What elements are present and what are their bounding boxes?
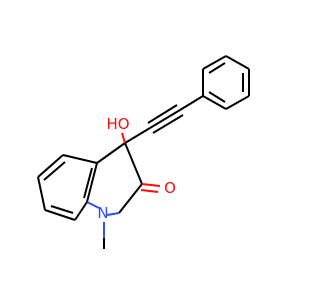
bond [96, 142, 126, 164]
phenyl-ring [202, 55, 250, 110]
bond [62, 154, 98, 164]
bond [124, 142, 143, 185]
triple-bond-side [147, 104, 178, 124]
bond [179, 95, 204, 111]
bond [37, 154, 64, 178]
bond [74, 201, 88, 221]
bond-inner [208, 62, 226, 74]
bond [225, 55, 250, 70]
bond [37, 176, 46, 211]
bond [118, 183, 143, 214]
bond-inner [83, 167, 93, 199]
bond [202, 55, 227, 70]
bond [140, 189, 159, 193]
bond [141, 183, 161, 187]
carbonyl-oxygen-label: O [164, 179, 176, 197]
bond [124, 127, 151, 144]
bond [121, 132, 126, 144]
bond [86, 162, 98, 203]
bond [225, 95, 250, 110]
bond-inner [43, 161, 66, 181]
bond-inner [50, 205, 74, 214]
alkyne-linker [124, 95, 204, 144]
atom-labels: HO O N [97, 115, 176, 222]
bond [86, 201, 100, 209]
triple-bond-side [152, 114, 184, 134]
hydroxyl-label: HO [106, 115, 129, 133]
bond [44, 209, 76, 221]
indolinone-core [37, 142, 143, 221]
ring-nitrogen-label: N [97, 204, 108, 222]
triple-bond-center [149, 109, 181, 129]
bond [106, 212, 120, 216]
substituent-bonds [103, 132, 161, 249]
chemical-structure-diagram: HO O N [37, 55, 250, 249]
bond-inner [208, 91, 226, 103]
bond [202, 95, 227, 110]
